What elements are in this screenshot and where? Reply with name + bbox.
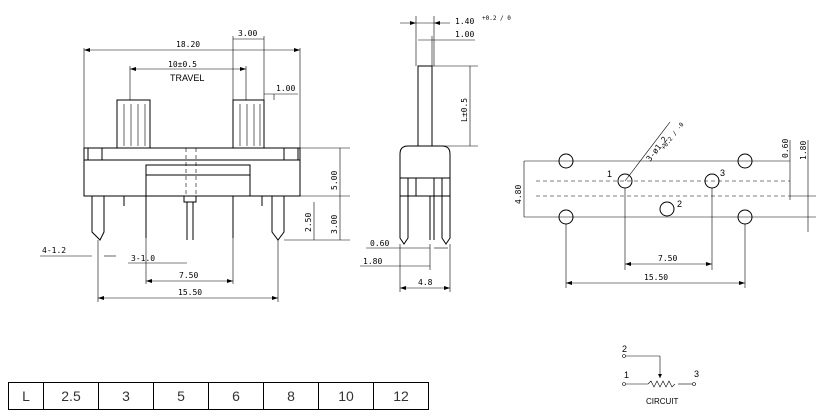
table-cell: 6 (208, 382, 264, 410)
pin-label-1: 1 (607, 169, 612, 179)
row-offset-b-label: 1.80 (799, 141, 808, 160)
mount-spacing-label: 15.50 (644, 273, 668, 282)
mount-hole-top-right (737, 153, 753, 169)
knob-side-gap-label: 1.00 (276, 84, 295, 93)
pin-label-3: 3 (720, 168, 725, 178)
overall-length-label: 18.20 (176, 40, 200, 49)
side-view: 1.40 +0.2 / 0 1.00 L±0.5 0.60 1.80 (360, 15, 511, 292)
body-depth-label: 4.8 (418, 278, 433, 287)
table-cell: 8 (263, 382, 319, 410)
travel-label: TRAVEL (170, 73, 204, 83)
pin-label-2: 2 (677, 199, 682, 209)
knob-length-label: L±0.5 (460, 98, 469, 122)
mount-tab-label: 4-1.2 (42, 246, 66, 255)
pcb-layout: 1 2 3 3-ø1.2 +0.2 / -0 0.60 1.80 4.80 7.… (514, 121, 816, 288)
table-cell: 12 (373, 382, 429, 410)
table-cell: 10 (318, 382, 374, 410)
knob-inner-label: 1.00 (455, 30, 474, 39)
table-cell: 5 (153, 382, 209, 410)
pin-thickness-label: 0.60 (370, 239, 389, 248)
travel-value-label: 10±0.5 (168, 60, 197, 69)
circuit-pin-3: 3 (694, 369, 699, 379)
body-height-label: 5.00 (330, 171, 339, 190)
circuit-pin-2: 2 (622, 344, 627, 354)
pin-width-label: 3-1.0 (131, 254, 155, 263)
circuit-pin-1: 1 (624, 370, 629, 380)
table-cell: 3 (98, 382, 154, 410)
knob-width-label: 3.00 (238, 29, 257, 38)
pin-offset-label: 2.50 (304, 213, 313, 232)
row-spacing-label: 4.80 (514, 185, 523, 204)
table-row: L 2.5 3 5 6 8 10 12 (8, 382, 429, 410)
knob-tolerance-label: +0.2 / 0 (482, 15, 511, 22)
circuit-title: CIRCUIT (646, 397, 679, 406)
table-cell: 2.5 (43, 382, 99, 410)
pin-spacing-label: 7.50 (658, 254, 677, 263)
circuit-symbol: 2 1 3 CIRCUIT (622, 344, 699, 406)
hole-tolerance-label: +0.2 / -0 (660, 121, 686, 151)
mount-hole-top-left (558, 153, 574, 169)
length-table: L 2.5 3 5 6 8 10 12 (8, 382, 429, 410)
pin-depth-label: 1.80 (363, 257, 382, 266)
knob-thickness-label: 1.40 (455, 17, 474, 26)
pin-length-label: 3.00 (330, 215, 339, 234)
row-offset-a-label: 0.60 (781, 139, 790, 158)
front-view: 18.20 3.00 10±0.5 TRAVEL 1.00 (40, 29, 350, 302)
pin-hole-2 (659, 201, 675, 217)
pin-pitch-label: 7.50 (179, 271, 198, 280)
tab-span-label: 15.50 (178, 288, 202, 297)
table-header: L (8, 382, 44, 410)
